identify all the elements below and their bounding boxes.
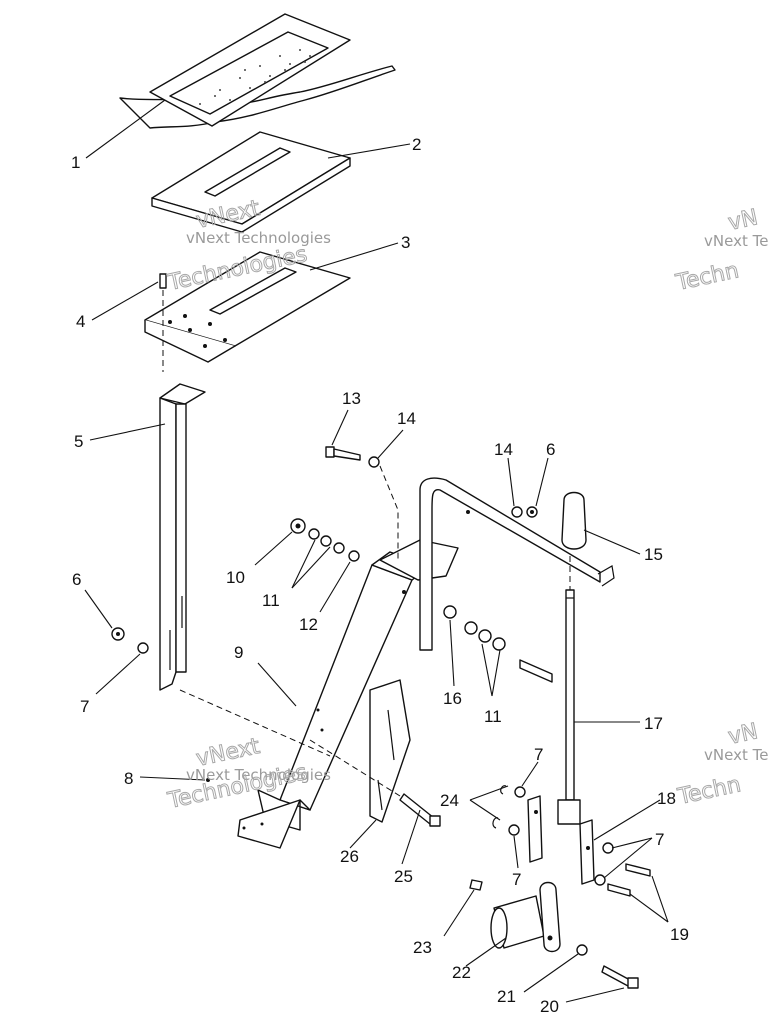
part-10-nut	[254, 518, 306, 566]
part-15-knob	[561, 491, 641, 555]
callout-1: 1	[71, 153, 80, 172]
callout-15: 15	[644, 545, 663, 564]
part-u-tube	[419, 477, 615, 651]
part-26-plate	[349, 679, 411, 849]
part-1-cover	[85, 13, 396, 159]
callout-5: 5	[74, 432, 83, 451]
callout-18: 18	[657, 789, 676, 808]
callout-13: 13	[342, 389, 361, 408]
callout-14-left: 14	[397, 409, 416, 428]
watermark-edge-2: Techn	[673, 258, 741, 296]
callout-11-upper: 11	[262, 591, 280, 610]
callout-20: 20	[540, 997, 559, 1016]
callout-24: 24	[440, 791, 459, 810]
callout-labels: 1 2 3 4 5 6 6 7 7 7 7 8 9 10 11 11 12 13…	[71, 135, 689, 1016]
part-24-clips	[469, 785, 509, 829]
watermark-edge-4: vNext Te	[704, 746, 768, 764]
part-8-pin	[139, 776, 210, 782]
watermark-company-top: vNext Technologies	[186, 229, 331, 247]
callout-8: 8	[124, 769, 133, 788]
callout-14-right: 14	[494, 440, 513, 459]
watermark-edge-top: vNext Te Techn vN	[673, 205, 768, 297]
watermark-edge-1: vNext Te	[704, 232, 768, 250]
part-23-pin	[443, 879, 483, 937]
callout-7-left: 7	[80, 697, 89, 716]
callout-17: 17	[644, 714, 663, 733]
callout-10: 10	[226, 568, 245, 587]
callout-7-lower: 7	[512, 870, 521, 889]
callout-6-right: 6	[546, 440, 555, 459]
part-11-washers-upper	[291, 528, 345, 589]
part-18-bracket	[527, 795, 661, 885]
part-4-screw	[91, 273, 167, 372]
callout-19: 19	[670, 925, 689, 944]
part-6-nut-right	[526, 457, 549, 518]
callout-4: 4	[76, 312, 85, 331]
callout-26: 26	[340, 847, 359, 866]
part-19-pins	[607, 863, 669, 923]
callout-6-left: 6	[72, 570, 81, 589]
cover-speckle	[199, 49, 311, 105]
part-12-washer	[319, 550, 360, 613]
part-21-lever	[523, 881, 588, 993]
part-7-washer-left	[95, 642, 149, 695]
part-25-bolt	[309, 739, 441, 865]
part-14-washer-left	[368, 429, 404, 560]
part-13-bolt	[325, 409, 361, 461]
part-5-bracket	[89, 383, 206, 691]
watermark-edge-5: Techn	[675, 772, 743, 810]
callout-12: 12	[299, 615, 318, 634]
part-6-nut-left	[84, 589, 125, 641]
part-2-pad	[151, 131, 411, 233]
part-3-plate	[144, 242, 399, 363]
part-17-rod	[557, 556, 640, 825]
callout-9: 9	[234, 643, 243, 662]
watermark-edge-bottom: vNext Te Techn vN	[675, 719, 768, 811]
callout-2: 2	[412, 135, 421, 154]
part-14-washer-right	[507, 457, 523, 518]
callout-21: 21	[497, 987, 516, 1006]
part-16-washer	[443, 605, 457, 687]
callout-7-right: 7	[655, 830, 664, 849]
part-11-washers-lower	[464, 621, 553, 697]
callout-11-lower: 11	[484, 707, 502, 726]
callout-3: 3	[401, 233, 410, 252]
callout-16: 16	[443, 689, 462, 708]
part-7-washers-right	[508, 761, 653, 886]
part-22-roller	[465, 895, 545, 967]
callout-25: 25	[394, 867, 413, 886]
part-20-bolt	[565, 965, 639, 1003]
callout-7-upper: 7	[534, 745, 543, 764]
callout-23: 23	[413, 938, 432, 957]
part-9-arm	[179, 539, 459, 849]
watermark-company-bottom: vNext Technologies	[186, 766, 331, 784]
callout-22: 22	[452, 963, 471, 982]
